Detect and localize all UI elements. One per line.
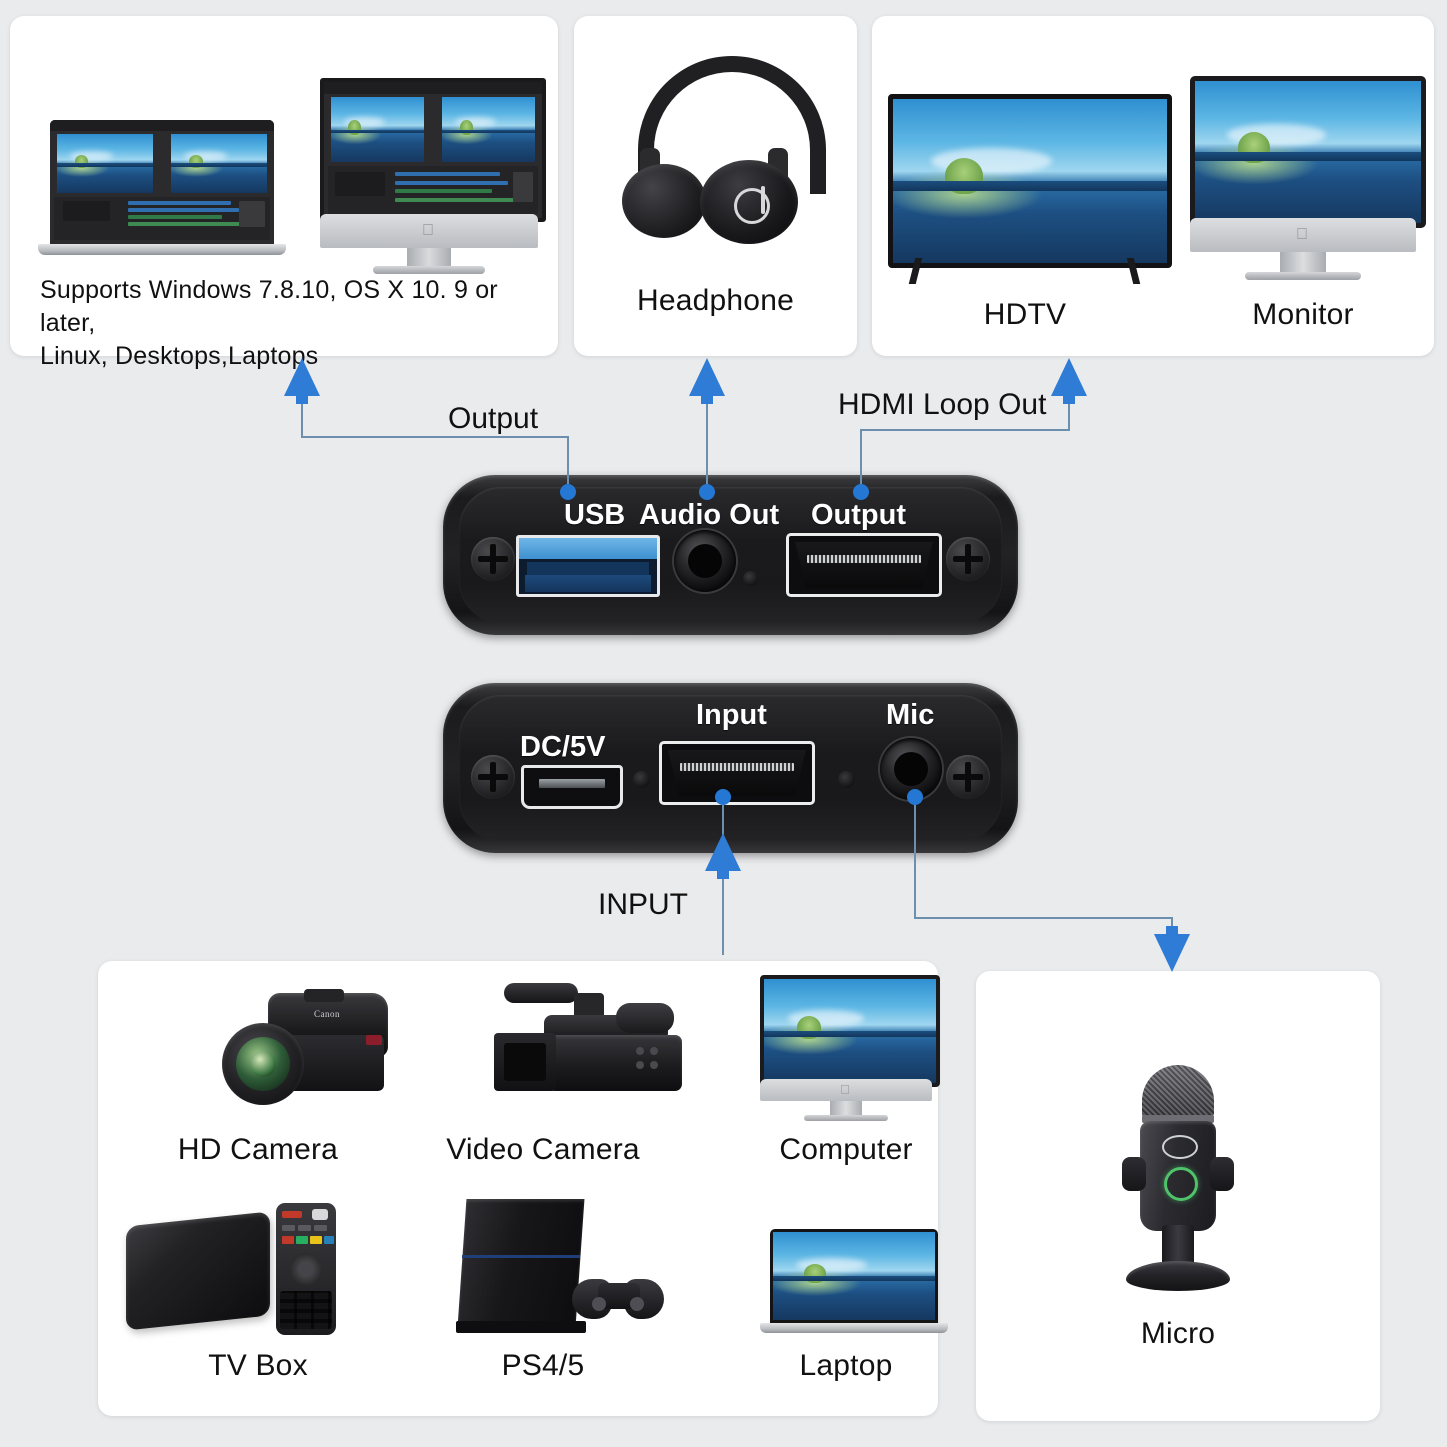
dc-power-port[interactable]	[521, 765, 623, 809]
hdmi-output-port[interactable]	[786, 533, 942, 597]
led-left	[633, 771, 650, 788]
laptop-screen	[770, 1229, 938, 1323]
video-editor-ui	[50, 120, 274, 244]
set-top-box	[126, 1211, 270, 1331]
monitor-screen	[1190, 76, 1426, 228]
screw-bottom-left	[471, 755, 515, 799]
imac-chin: 	[320, 214, 538, 248]
game-console-caption: PS4/5	[501, 1349, 585, 1382]
headphone-panel: Headphone	[574, 16, 857, 356]
microphone	[1100, 1065, 1256, 1291]
mic-stand-base	[1126, 1261, 1230, 1291]
displays-panel:  HDTV Monitor	[872, 16, 1434, 356]
hdtv	[888, 94, 1172, 284]
headphones	[616, 52, 826, 244]
mic-grille	[1142, 1065, 1214, 1119]
screw-top-right	[946, 537, 990, 581]
mic-label: Mic	[886, 699, 935, 731]
usb-port[interactable]	[516, 535, 660, 597]
game-console	[448, 1199, 666, 1339]
hd-camera-caption: HD Camera	[177, 1133, 339, 1166]
computer-foot	[804, 1115, 888, 1121]
wire-label-output: Output	[448, 402, 539, 435]
computers-caption-line1: Supports Windows 7.8.10, OS X 10. 9 or l…	[40, 276, 498, 337]
audio-out-jack[interactable]	[674, 530, 736, 592]
hdmi-input-port[interactable]	[659, 741, 815, 805]
screw-bottom-right	[946, 755, 990, 799]
laptop-caption: Laptop	[799, 1349, 893, 1382]
wire-label-input: INPUT	[598, 888, 688, 921]
laptop-editing	[38, 120, 286, 260]
tv-box	[120, 1203, 346, 1335]
led-right	[838, 771, 855, 788]
imac-screen	[320, 78, 546, 222]
hd-camera: Canon	[216, 989, 412, 1105]
hdmi-input-label: Input	[696, 699, 767, 731]
imac-foot	[373, 266, 485, 274]
computer: 	[760, 975, 940, 1121]
beats-logo-icon	[734, 188, 770, 224]
laptop-base	[38, 244, 286, 255]
screw-top-left	[471, 537, 515, 581]
apple-logo-icon: 	[1296, 227, 1308, 243]
monitor-chin: 	[1190, 218, 1416, 252]
headphone-caption: Headphone	[637, 284, 794, 317]
hdtv-screen	[888, 94, 1172, 268]
beats-logo-stem	[761, 186, 765, 214]
computers-panel:  Supports Windows 7.8.10, OS X 10. 9 or…	[10, 16, 558, 370]
computer-caption: Computer	[779, 1133, 913, 1166]
monitor-caption: Monitor	[1252, 298, 1354, 331]
wire-label-hdmi-loop-out: HDMI Loop Out	[838, 388, 1047, 421]
audio-out-label: Audio Out	[639, 499, 780, 531]
monitor-stand	[1280, 252, 1326, 274]
status-led	[743, 571, 758, 586]
video-editor-ui	[324, 82, 542, 218]
hdtv-caption: HDTV	[983, 298, 1067, 331]
computers-caption: Supports Windows 7.8.10, OS X 10. 9 or l…	[40, 274, 530, 373]
video-camera	[488, 975, 718, 1107]
arrow-to-headphone	[689, 358, 725, 404]
monitor: 	[1190, 76, 1426, 284]
microphone-caption: Micro	[1140, 1317, 1216, 1350]
mic-brand-logo	[1162, 1135, 1198, 1159]
arrow-from-microphone	[1154, 926, 1190, 972]
computer-chin: 	[760, 1079, 932, 1101]
laptop-screen	[50, 120, 274, 244]
console-body	[457, 1199, 585, 1327]
laptop	[760, 1229, 948, 1337]
computers-caption-line2: Linux, Desktops,Laptops	[40, 342, 319, 370]
mic-mute-button	[1164, 1167, 1198, 1201]
imac-editing: 	[320, 78, 546, 274]
computer-stand	[830, 1101, 862, 1117]
imac-stand	[407, 248, 451, 270]
computer-screen	[760, 975, 940, 1087]
microphone-panel: Micro	[976, 971, 1380, 1421]
input-sources-panel: Canon HD Camera Video Camera 	[98, 961, 948, 1416]
laptop-base	[760, 1323, 948, 1333]
headphone-left-earcup	[622, 164, 706, 238]
apple-logo-icon: 	[422, 223, 434, 239]
capture-card-bottom-face: DC/5V Input Mic	[443, 683, 1018, 853]
mic-jack[interactable]	[880, 738, 942, 800]
usb-label: USB	[564, 499, 626, 531]
monitor-foot	[1245, 272, 1361, 280]
video-camera-caption: Video Camera	[446, 1133, 640, 1166]
capture-card-top-face: USB Audio Out Output	[443, 475, 1018, 635]
apple-logo-icon: 	[840, 1083, 850, 1096]
output-label: Output	[811, 499, 907, 531]
tv-box-caption: TV Box	[208, 1349, 308, 1382]
arrow-to-displays	[1051, 358, 1087, 404]
dc-power-label: DC/5V	[520, 731, 606, 763]
gamepad	[572, 1275, 664, 1321]
